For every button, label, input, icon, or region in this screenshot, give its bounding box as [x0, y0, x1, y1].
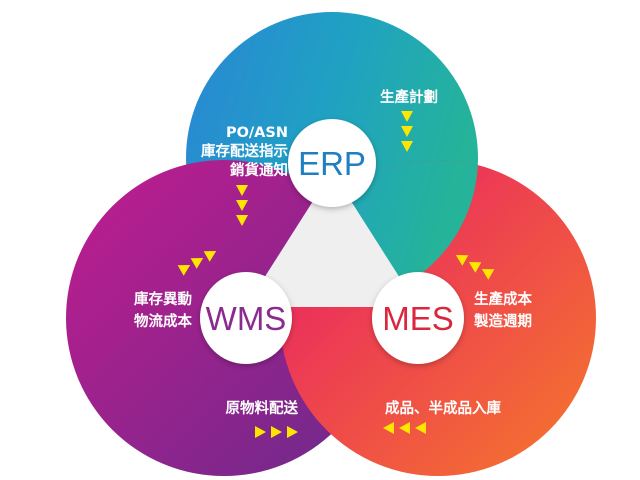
arrow-icon — [401, 111, 413, 122]
wms-to-erp-line-2: 物流成本 — [134, 312, 192, 330]
arrow-icon — [236, 215, 248, 226]
mes-hub: MES — [372, 272, 464, 364]
wms-hub: WMS — [200, 272, 292, 364]
arrow-icon — [177, 265, 191, 276]
mes-to-erp-line-1: 生產成本 — [474, 290, 532, 308]
mes-hub-label: MES — [382, 300, 454, 337]
erp-hub-label: ERP — [298, 145, 366, 182]
arrow-icon — [271, 426, 282, 438]
arrow-icon — [401, 141, 413, 152]
arrow-icon — [255, 426, 266, 438]
arrow-icon — [399, 422, 410, 434]
mes-to-erp-line-2: 製造週期 — [473, 312, 532, 330]
arrow-icon — [236, 185, 248, 196]
arrow-icon — [383, 422, 394, 434]
arrow-icon — [415, 422, 426, 434]
erp-to-wms-line-2: 庫存配送指示 — [201, 142, 288, 160]
mes-to-wms-label: 成品、半成品入庫 — [385, 399, 501, 417]
arrow-icon — [468, 262, 482, 273]
erp-to-wms-line-3: 銷貨通知 — [230, 161, 288, 179]
wms-to-erp-line-1: 庫存異動 — [134, 290, 192, 308]
erp-to-mes-label: 生產計劃 — [380, 88, 438, 106]
arrow-icon — [481, 269, 495, 280]
flow-arrows — [177, 111, 495, 438]
wms-to-mes-label: 原物料配送 — [226, 399, 299, 417]
arrow-icon — [455, 255, 469, 266]
arrow-icon — [203, 251, 217, 262]
arrow-icon — [401, 126, 413, 137]
arrow-icon — [236, 200, 248, 211]
arrow-icon — [287, 426, 298, 438]
center-triangle — [253, 179, 411, 307]
wms-hub-label: WMS — [206, 300, 287, 337]
erp-hub: ERP — [288, 119, 376, 207]
erp-to-wms-line-1: PO/ASN — [226, 125, 288, 141]
erp-circle-overlap — [280, 160, 478, 304]
arrow-icon — [190, 258, 204, 269]
